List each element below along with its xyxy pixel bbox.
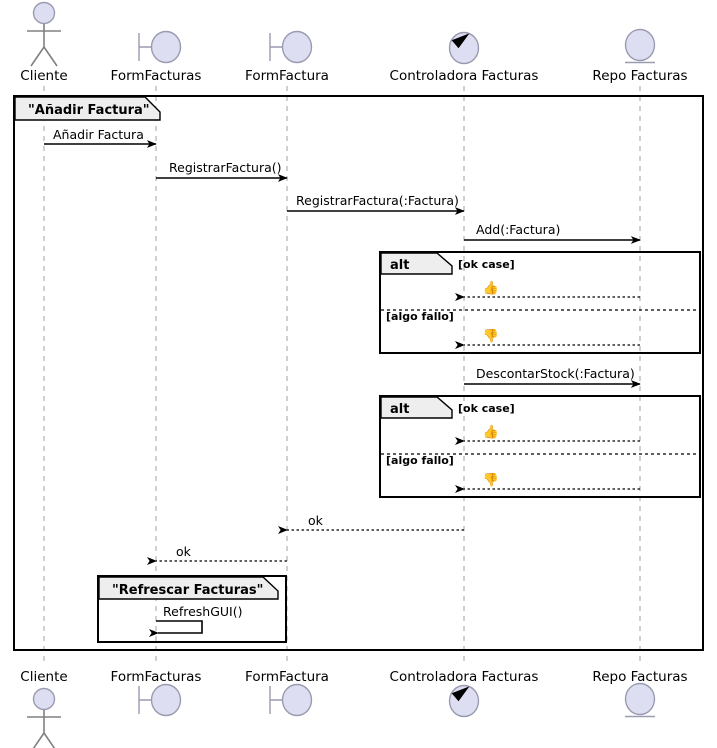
- message-anadir-factura[interactable]: Añadir Factura: [44, 127, 157, 148]
- boundary-icon: [269, 33, 283, 61]
- message-registrarfactura-factura[interactable]: RegistrarFactura(:Factura): [287, 193, 465, 215]
- participant-label-formfacturas: FormFacturas: [111, 669, 202, 685]
- fragment-alt-border: [379, 395, 701, 498]
- message-descontarstock[interactable]: DescontarStock(:Factura): [464, 366, 641, 388]
- participant-label-repo: Repo Facturas: [592, 68, 687, 84]
- participant-foot-repo[interactable]: Repo Facturas: [592, 669, 688, 718]
- participant-foot-cliente[interactable]: Cliente: [20, 669, 68, 748]
- fragment-operator-label: alt: [390, 258, 409, 273]
- message-return-ok-1[interactable]: 👍: [455, 280, 640, 301]
- lifelines-group: [43, 86, 641, 662]
- participant-label-formfacturas: FormFacturas: [111, 68, 202, 84]
- boundary-circle-icon: [281, 30, 313, 64]
- fragment-alt-border: [379, 251, 701, 354]
- fragment-operator-tab: [380, 252, 453, 275]
- fragment-alt-2: alt [ok case] [algo fallo]: [379, 395, 701, 498]
- boundary-icon: [138, 33, 152, 61]
- participant-label-formfactura: FormFactura: [245, 669, 329, 685]
- participant-head-cliente[interactable]: Cliente: [20, 1, 68, 85]
- actor-body-icon: [27, 24, 61, 67]
- fragment-guard-label-fail: [algo fallo]: [386, 454, 454, 467]
- message-label: ok: [308, 513, 324, 528]
- boundary-circle-icon: [281, 683, 313, 717]
- fragment-anadir-factura: "Añadir Factura": [13, 95, 704, 651]
- participant-label-repo: Repo Facturas: [592, 669, 687, 685]
- fragment-operator-label: alt: [390, 402, 409, 417]
- participant-label-cliente: Cliente: [20, 669, 67, 685]
- participant-label-controladora: Controladora Facturas: [390, 68, 539, 84]
- fragment-operator-tab: [380, 396, 453, 419]
- message-refreshgui-self[interactable]: RefreshGUI(): [149, 604, 242, 637]
- message-label: ok: [176, 544, 192, 559]
- fragment-frame-border: [97, 575, 287, 643]
- thumbs-down-icon: 👎: [483, 472, 499, 488]
- participant-foot-formfacturas[interactable]: FormFacturas: [111, 669, 202, 717]
- fragment-title-label: "Refrescar Facturas": [112, 583, 263, 598]
- entity-circle-icon: [624, 28, 656, 62]
- boundary-circle-icon: [150, 683, 182, 717]
- entity-circle-icon: [624, 682, 656, 716]
- actor-stick-figure-icon: [32, 1, 56, 25]
- actor-stick-figure-icon: [32, 687, 56, 711]
- participant-head-formfacturas[interactable]: FormFacturas: [111, 30, 202, 85]
- control-icon: [451, 686, 470, 702]
- boundary-circle-icon: [150, 30, 182, 64]
- message-return-fail-1[interactable]: 👎: [455, 328, 640, 349]
- actor-body-icon: [27, 710, 61, 748]
- fragment-alt-1: alt [ok case] [algo fallo]: [379, 251, 701, 354]
- participant-foot-controladora[interactable]: Controladora Facturas: [390, 669, 539, 718]
- fragment-refrescar-facturas: "Refrescar Facturas": [97, 575, 287, 643]
- message-return-ok-2[interactable]: 👍: [455, 424, 640, 445]
- fragment-frame-border: [13, 95, 704, 651]
- participant-label-cliente: Cliente: [20, 68, 67, 84]
- participant-head-controladora[interactable]: Controladora Facturas: [390, 31, 539, 85]
- message-return-fail-2[interactable]: 👎: [455, 472, 640, 493]
- participant-label-formfactura: FormFactura: [245, 68, 329, 84]
- message-registrarfactura[interactable]: RegistrarFactura(): [156, 160, 288, 182]
- fragment-guard-label-fail: [algo fallo]: [386, 310, 454, 323]
- participant-head-formfactura[interactable]: FormFactura: [245, 30, 329, 85]
- fragment-guard-label-ok: [ok case]: [458, 258, 515, 271]
- fragment-title-tab: [98, 576, 279, 600]
- message-label: Add(:Factura): [476, 222, 560, 237]
- message-label: DescontarStock(:Factura): [476, 366, 635, 381]
- message-arrow-self-loop: [149, 620, 203, 637]
- thumbs-up-icon: 👍: [483, 424, 499, 440]
- participant-foot-formfactura[interactable]: FormFactura: [245, 669, 329, 717]
- message-return-ok-controladora[interactable]: ok: [278, 513, 464, 534]
- thumbs-up-icon: 👍: [483, 280, 499, 296]
- thumbs-down-icon: 👎: [483, 328, 499, 344]
- message-label: RegistrarFactura(:Factura): [296, 193, 459, 208]
- participant-label-controladora: Controladora Facturas: [390, 669, 539, 685]
- fragment-guard-label-ok: [ok case]: [458, 402, 515, 415]
- participant-head-repo[interactable]: Repo Facturas: [592, 28, 688, 85]
- fragment-title-label: "Añadir Factura": [28, 103, 150, 118]
- message-label: RegistrarFactura(): [169, 160, 282, 175]
- message-add-factura[interactable]: Add(:Factura): [464, 222, 641, 244]
- boundary-icon: [269, 686, 283, 714]
- boundary-icon: [138, 686, 152, 714]
- fragment-title-tab: [14, 96, 161, 121]
- message-label: Añadir Factura: [53, 127, 144, 142]
- message-label: RefreshGUI(): [163, 604, 242, 619]
- control-icon: [451, 33, 470, 49]
- message-return-ok-formfactura[interactable]: ok: [147, 544, 287, 565]
